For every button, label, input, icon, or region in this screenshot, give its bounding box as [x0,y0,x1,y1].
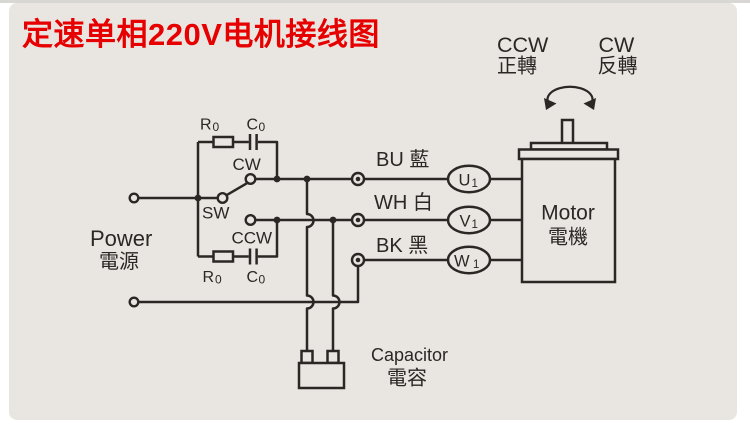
power-terminal-top [128,192,140,204]
label-terminal-w: W [454,253,470,271]
wire-connector-bu-icon [350,171,366,187]
label-r0-bottom-sub: 0 [215,273,222,287]
label-switch-cw: CW [233,155,261,174]
junction-dot [273,216,281,224]
label-capacitor-en: Capacitor [371,345,448,365]
run-capacitor-post-left [300,349,314,365]
junction-dot [273,175,281,183]
resistor-r0-top-icon [212,135,235,149]
label-rotation-ccw-zh: 正轉 [497,55,537,78]
label-r0-top-sub: 0 [213,120,220,134]
label-terminal-v: V [460,213,471,231]
label-power-en: Power [90,226,152,251]
run-capacitor-post-right [326,349,340,365]
rotation-arrow-icon [544,85,596,110]
terminal-w1 [446,245,492,275]
label-rotation-cw-zh: 反轉 [598,55,638,78]
label-motor-en: Motor [541,202,595,225]
capacitor-c0-top-icon [248,134,258,150]
wire-connector-wh-icon [350,212,366,228]
label-capacitor-zh: 電容 [387,367,427,390]
wire-power-bottom [139,266,360,304]
wire-connector-bk-icon [350,252,366,268]
diagram-title: 定速单相220V电机接线图 [22,17,380,52]
wire-snubber-top [198,140,279,179]
run-capacitor-body [297,361,346,390]
label-rotation-cw-en: CW [599,33,636,57]
label-wire-bu: BU 藍 [376,148,429,171]
capacitor-c0-bottom-icon [248,248,258,265]
switch-arm [225,182,248,197]
label-c0-top-sub: 0 [259,120,266,134]
label-c0-top: C [247,117,259,134]
junction-dot [303,175,311,183]
terminal-u1 [446,164,492,194]
label-wire-wh: WH 白 [374,191,433,214]
switch-common-contact [216,191,229,204]
label-switch-sw: SW [202,204,229,223]
label-rotation-ccw-en: CCW [497,33,549,57]
label-power-zh: 電源 [99,250,139,273]
junction-dot [194,194,202,202]
switch-ccw-contact [244,213,257,226]
label-r0-top: R [200,117,212,134]
switch-cw-contact [244,172,257,185]
motor-shaft-icon [560,118,575,146]
motor-body [520,157,617,284]
label-terminal-w-sub: 1 [473,259,479,271]
label-r0-bottom: R [203,269,215,286]
label-c0-bottom-sub: 0 [259,273,266,287]
page-top-border [0,0,750,3]
label-wire-bk: BK 黑 [376,235,428,257]
label-terminal-u-sub: 1 [472,178,478,190]
resistor-r0-bottom-icon [212,250,235,263]
label-switch-ccw: CCW [232,229,273,248]
motor-flange [517,148,620,161]
wire-capacitor-left [305,179,315,351]
label-terminal-u: U [459,172,471,190]
label-motor-zh: 電機 [548,226,588,249]
terminal-v1 [446,205,492,235]
label-terminal-v-sub: 1 [472,219,478,231]
wire-capacitor-right [331,220,341,351]
wire-snubber-bottom [198,220,279,258]
label-c0-bottom: C [247,269,259,286]
power-terminal-bottom [128,296,140,308]
junction-dot [329,216,337,224]
